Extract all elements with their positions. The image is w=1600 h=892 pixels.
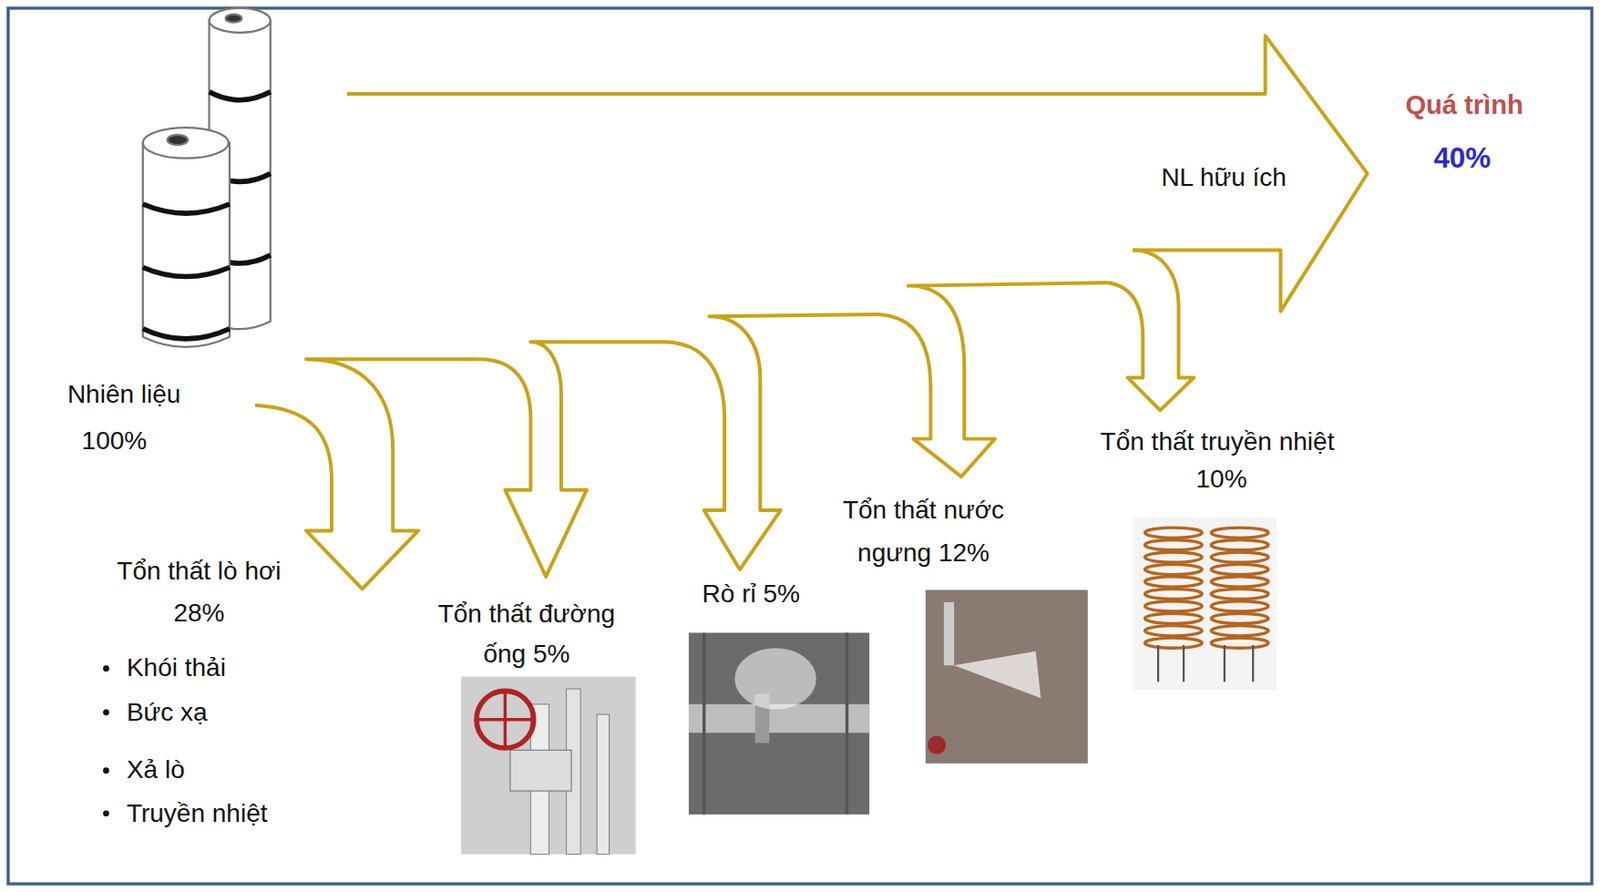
bullet-dots bbox=[102, 665, 110, 817]
steam-leak-photo bbox=[688, 632, 870, 814]
steam-leak-photo-part bbox=[734, 647, 817, 709]
heat-exchanger-coil-photo-part-part bbox=[1210, 576, 1269, 587]
heat-exchanger-coil-photo-part-part bbox=[1145, 576, 1203, 587]
heat-exchanger-coil-photo-part-part bbox=[1145, 601, 1203, 612]
condensate-photo-part bbox=[925, 589, 1088, 763]
energy-flow-arrows-part bbox=[1107, 249, 1194, 411]
loss-label: ngưng 12% bbox=[857, 538, 990, 568]
energy-flow-arrows-part bbox=[877, 282, 1108, 477]
heat-exchanger-coil-photo-part-part bbox=[1145, 552, 1203, 563]
loss-label: Tổn thất đường bbox=[438, 599, 616, 629]
heat-exchanger-coil-photo-part-part bbox=[1210, 540, 1269, 551]
percent-value: 10% bbox=[1196, 464, 1248, 494]
bullet-dots-part bbox=[102, 767, 110, 774]
condensate-photo-part bbox=[927, 736, 946, 755]
steam-leak-photo-part bbox=[704, 632, 848, 814]
fuel-barrels-part bbox=[209, 8, 271, 33]
heat-exchanger-coil-photo-part-part bbox=[1210, 613, 1269, 624]
heat-exchanger-coil-photo bbox=[1132, 517, 1277, 690]
heat-exchanger-coil-photo-part-part bbox=[1145, 564, 1203, 575]
bullet-dots-part bbox=[102, 810, 110, 817]
bullet-dots-part bbox=[102, 665, 110, 672]
pipe-valve-photo-part bbox=[596, 714, 609, 854]
condensate-photo bbox=[925, 589, 1088, 763]
steam-leak-photo-part bbox=[688, 632, 870, 814]
heat-exchanger-coil-photo-part-part bbox=[1145, 637, 1203, 648]
flow-label: NL hữu ích bbox=[1160, 163, 1287, 193]
loss-label: Tổn thất truyền nhiệt bbox=[1100, 427, 1335, 457]
heat-exchanger-coil-photo-part-part bbox=[1145, 625, 1203, 636]
heat-exchanger-coil-photo-part-part bbox=[1210, 601, 1269, 612]
fuel-barrels-part bbox=[167, 134, 188, 145]
energy-flow-arrows-part bbox=[663, 314, 878, 570]
energy-flow-arrows bbox=[255, 35, 1368, 589]
heat-exchanger-coil-photo-part-part bbox=[1145, 613, 1203, 624]
heat-exchanger-coil-photo-part bbox=[1132, 517, 1277, 690]
pipe-valve-photo-part bbox=[461, 676, 636, 855]
heat-exchanger-coil-photo-part bbox=[1145, 527, 1270, 648]
heat-exchanger-coil-photo-part bbox=[1158, 645, 1253, 682]
energy-flow-arrows-part bbox=[347, 35, 1368, 311]
pipe-valve-photo bbox=[461, 676, 636, 855]
fuel-barrels-part bbox=[143, 266, 230, 277]
pipe-valve-photo-part bbox=[476, 690, 534, 749]
heat-exchanger-coil-photo-part-part bbox=[1210, 527, 1269, 538]
heat-exchanger-coil-photo-part-part bbox=[1210, 552, 1269, 563]
heat-exchanger-coil-photo-part-part bbox=[1210, 564, 1269, 575]
fuel-barrels-part bbox=[143, 127, 229, 159]
fuel-barrels-part bbox=[143, 143, 230, 348]
loss-label: Tổn thất nước bbox=[842, 495, 1005, 525]
bullet-item: Xả lò bbox=[126, 755, 185, 785]
energy-flow-arrows-part bbox=[479, 341, 664, 577]
loss-label: Tổn thất lò hơi bbox=[116, 556, 281, 586]
bullet-item: Khói thải bbox=[126, 653, 226, 683]
bullet-item: Truyền nhiệt bbox=[126, 799, 268, 829]
loss-label: Rò rỉ 5% bbox=[702, 579, 800, 609]
loss-label: ống 5% bbox=[482, 639, 570, 669]
heat-exchanger-coil-photo-part-part bbox=[1145, 540, 1203, 551]
percent-value: 28% bbox=[173, 598, 225, 628]
fuel-barrels bbox=[143, 8, 271, 348]
pipe-valve-photo-part bbox=[510, 749, 572, 791]
pipe-valve-photo-part bbox=[476, 690, 534, 749]
fuel-barrels-part bbox=[143, 328, 230, 339]
frame-border bbox=[8, 8, 1592, 884]
heat-exchanger-coil-photo-part-part bbox=[1145, 588, 1203, 599]
fuel-barrels-part bbox=[143, 204, 230, 214]
energy-flow-arrows-part bbox=[255, 358, 480, 589]
fuel-barrels-part bbox=[209, 92, 271, 101]
fuel-barrels-part bbox=[225, 14, 242, 23]
percent-value: 100% bbox=[82, 426, 148, 456]
process-label: Quá trình bbox=[1405, 90, 1523, 121]
heat-exchanger-coil-photo-part-part bbox=[1145, 527, 1203, 538]
percent-value: 40% bbox=[1433, 142, 1491, 175]
source-label: Nhiên liệu bbox=[67, 379, 182, 410]
bullet-dots-part bbox=[102, 708, 110, 716]
bullet-item: Bức xạ bbox=[126, 697, 208, 728]
condensate-photo-part bbox=[953, 651, 1041, 699]
heat-exchanger-coil-photo-part-part bbox=[1210, 625, 1269, 636]
heat-exchanger-coil-photo-part-part bbox=[1210, 637, 1269, 648]
condensate-photo-part bbox=[943, 602, 954, 666]
heat-exchanger-coil-photo-part-part bbox=[1210, 588, 1269, 599]
